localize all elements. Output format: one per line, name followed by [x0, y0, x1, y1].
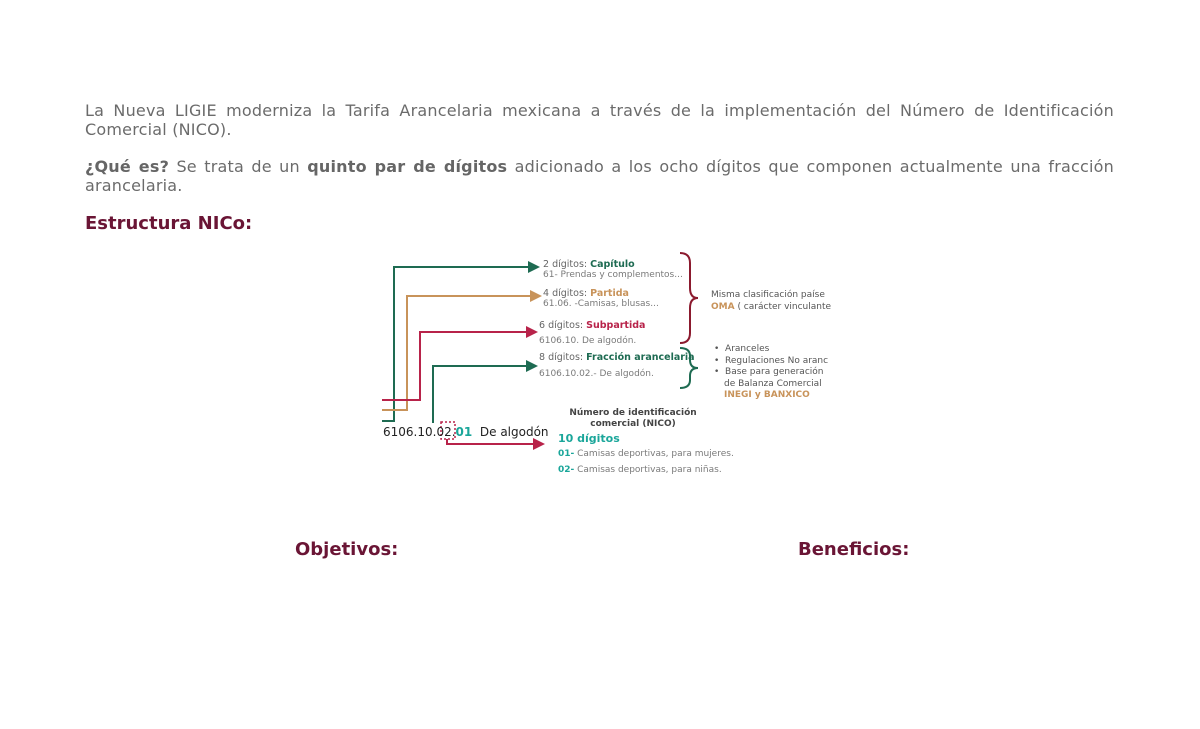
- oma-note-line1: Misma clasificación paíse: [711, 290, 825, 300]
- que-es-bold: quinto par de dígitos: [307, 157, 508, 176]
- diagram-connectors: [382, 252, 699, 450]
- nico-structure-diagram: 2 dígitos: Capítulo 61- Prendas y comple…: [378, 248, 832, 488]
- uses-item: • Base para generación: [714, 367, 824, 377]
- oma-note-line2: OMA ( carácter vinculante: [711, 302, 832, 312]
- intro-text: La Nueva LIGIE moderniza la Tarifa Aranc…: [85, 101, 1114, 139]
- nico-title: Número de identificación comercial (NICO…: [569, 408, 697, 429]
- level-partida-example: 61.06. -Camisas, blusas...: [543, 299, 659, 309]
- beneficios-heading: Beneficios:: [798, 539, 910, 560]
- level-capitulo: 2 dígitos: Capítulo: [543, 259, 635, 270]
- level-capitulo-example: 61- Prendas y complementos...: [543, 270, 683, 280]
- nico-example-1: 01- Camisas deportivas, para mujeres.: [558, 449, 734, 459]
- uses-list: • Aranceles • Regulaciones No aranc • Ba…: [714, 344, 828, 402]
- objetivos-heading: Objetivos:: [295, 539, 399, 560]
- level-partida: 4 dígitos: Partida: [543, 288, 629, 299]
- level-fraccion-example: 6106.10.02.- De algodón.: [539, 369, 654, 379]
- tariff-code: 6106.10.02.01 De algodón: [383, 425, 549, 439]
- nico-digits: 10 dígitos: [558, 432, 620, 445]
- level-subpartida-example: 6106.10. De algodón.: [539, 336, 637, 346]
- level-fraccion: 8 dígitos: Fracción arancelaria: [539, 352, 695, 363]
- intro-paragraph: La Nueva LIGIE moderniza la Tarifa Aranc…: [85, 101, 1114, 139]
- estructura-title: Estructura NICo:: [85, 213, 253, 234]
- que-es-text-before: Se trata de un: [169, 157, 308, 176]
- uses-orgs: INEGI y BANXICO: [724, 390, 810, 400]
- uses-item-continuation: de Balanza Comercial: [724, 378, 822, 389]
- que-es-paragraph: ¿Qué es? Se trata de un quinto par de dí…: [85, 157, 1114, 195]
- que-es-label: ¿Qué es?: [85, 157, 170, 176]
- uses-item: • Regulaciones No aranc: [714, 355, 829, 366]
- uses-item: • Aranceles: [714, 344, 770, 354]
- level-subpartida: 6 dígitos: Subpartida: [539, 320, 646, 331]
- que-es-text-after: adicionado a los ocho dígitos que compon…: [85, 157, 1114, 195]
- nico-example-2: 02- Camisas deportivas, para niñas.: [558, 465, 722, 475]
